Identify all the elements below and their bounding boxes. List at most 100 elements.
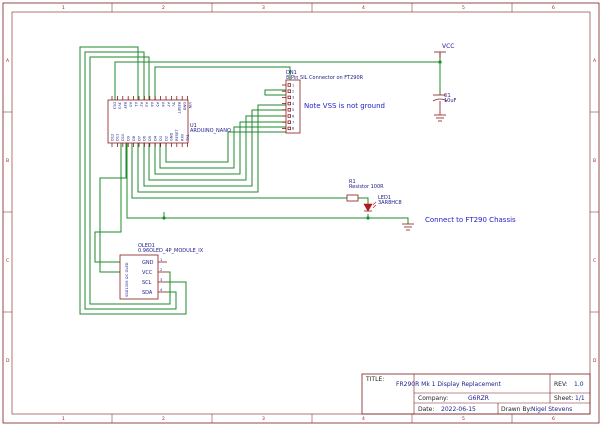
arduino-pin-label: 5V xyxy=(172,102,176,107)
arduino-pin-label: D5 xyxy=(148,136,152,141)
arduino-pin-label: D10 xyxy=(121,133,125,141)
arduino-ref: U1 xyxy=(190,123,197,129)
led-value: 3AR8HC8 xyxy=(378,200,402,206)
wire-led-resistor xyxy=(131,143,347,199)
company-value: G6RZR xyxy=(468,395,489,402)
row-label: B xyxy=(593,158,596,164)
wire-conn-3 xyxy=(143,109,286,187)
oled-pin-number: 3 xyxy=(160,278,162,282)
oled-pin-name: SCL xyxy=(142,280,152,286)
wire-conn-8 xyxy=(264,89,286,96)
connector-ref: DN1 xyxy=(286,70,297,76)
arduino-pin-label: D4 xyxy=(154,135,158,141)
column-label: 4 xyxy=(362,416,365,422)
row-label: A xyxy=(593,58,597,64)
arduino-pin-label: D6 xyxy=(143,135,147,141)
arduino-value: ARDUINO_NANO xyxy=(190,128,231,134)
column-label: 2 xyxy=(162,416,165,422)
connector-pin-label: 5 xyxy=(292,108,294,112)
arduino-pin-label: D2 xyxy=(164,136,168,141)
connector-pin-label: 8 xyxy=(292,127,295,131)
junctions xyxy=(162,60,442,220)
rev-label: REV: xyxy=(554,381,568,388)
title-label: TITLE: xyxy=(365,376,384,383)
connector-pin-label: 1 xyxy=(292,83,294,87)
row-label: C xyxy=(6,258,9,264)
connector-pin-label: 6 xyxy=(292,114,295,118)
vcc-label: VCC xyxy=(442,43,454,50)
wire-conn-2 xyxy=(137,104,286,193)
connector-pin-pad xyxy=(287,114,291,118)
oled-module: OLED1 0.96OLED_4P_MODULE_IX SSD1306 I2C … xyxy=(119,243,204,300)
resistor-ref: R1 xyxy=(349,179,356,185)
wire-resistor-led xyxy=(358,197,369,204)
column-label: 1 xyxy=(62,416,65,422)
arduino-pin-label: TX1 xyxy=(186,134,190,142)
column-label: 5 xyxy=(462,5,465,11)
arduino-pin-label: A0 xyxy=(129,102,133,107)
oled-pin-name: VCC xyxy=(142,270,153,276)
led-1: LED1 3AR8HC8 xyxy=(363,195,402,212)
arduino-pin-label: REF xyxy=(123,102,127,109)
connector-pin-label: 3 xyxy=(292,96,294,100)
arduino-pin-label: GND xyxy=(170,133,174,141)
arduino-pin-label: A7 xyxy=(166,102,170,107)
oled-pin-name: GND xyxy=(142,260,154,266)
resistor-value: Resistor 100R xyxy=(349,184,384,190)
row-label: D xyxy=(593,358,597,364)
row-label: D xyxy=(6,358,10,364)
connector-pin-label: 2 xyxy=(292,90,294,94)
column-label: 5 xyxy=(462,416,465,422)
wire-conn-6 xyxy=(159,126,286,169)
capacitor-c1: C1 10uF xyxy=(432,93,457,115)
arduino-pin-label: GND xyxy=(183,102,187,110)
connector-pin-pad xyxy=(287,101,291,106)
arduino-pin-label: A2 xyxy=(139,102,143,107)
arduino-pin-label: RX0 xyxy=(181,133,185,141)
arduino-pin-label: D12 xyxy=(110,134,114,141)
rev-value: 1.0 xyxy=(574,381,584,388)
connector-value: 8-Pin SIL Connector on FT290R xyxy=(286,75,364,81)
connector-pin-pad xyxy=(287,108,291,112)
arduino-pin-label: A4 xyxy=(150,102,154,107)
arduino-pin-label: A1 xyxy=(134,102,138,107)
led-ref: LED1 xyxy=(378,195,391,201)
connector-pin-pad xyxy=(287,83,291,87)
arduino-pin-label: D13 xyxy=(112,102,116,109)
oled-pin-number: 2 xyxy=(160,268,162,272)
title-block: TITLE: FR290R Mk 1 Display Replacement R… xyxy=(361,373,591,415)
oled-pin-number: 4 xyxy=(160,288,163,292)
wire-conn-7 xyxy=(165,131,286,163)
row-label: A xyxy=(6,58,10,64)
column-ticks xyxy=(3,3,599,423)
oled-pin-number: 1 xyxy=(160,258,162,262)
arduino-pin-label: A5 xyxy=(156,102,160,107)
drawn-by-value: Nigel Stevens xyxy=(531,406,572,413)
row-label: C xyxy=(593,258,596,264)
arduino-pin-label: D7 xyxy=(137,136,141,141)
wire-oled-outer-loop xyxy=(79,46,187,315)
oled-pin-name: SDA xyxy=(142,290,153,296)
chassis-ground-symbol xyxy=(402,223,414,231)
capacitor-ref: C1 xyxy=(444,93,451,99)
arduino-pin-label: VIN xyxy=(188,102,192,109)
arduino-pin-label: D9 xyxy=(127,135,131,141)
capacitor-value: 10uF xyxy=(444,98,457,104)
wire-conn-1 xyxy=(154,66,291,100)
connector-pin-pad xyxy=(287,120,291,124)
arduino-pin-label: A3 xyxy=(145,102,149,107)
sheet-value: 1/1 xyxy=(575,395,585,402)
connector-dn1: DN1 8-Pin SIL Connector on FT290R 123456… xyxy=(282,70,364,134)
company-label: Company: xyxy=(418,395,448,402)
connector-pin-pad xyxy=(287,126,291,131)
wire-vcc-rail xyxy=(114,52,441,100)
arduino-pin-label: D3 xyxy=(159,136,163,141)
date-label: Date: xyxy=(418,406,434,413)
note-vss: Note VSS is not ground xyxy=(304,102,385,110)
arduino-pin-label: D8 xyxy=(132,135,136,141)
